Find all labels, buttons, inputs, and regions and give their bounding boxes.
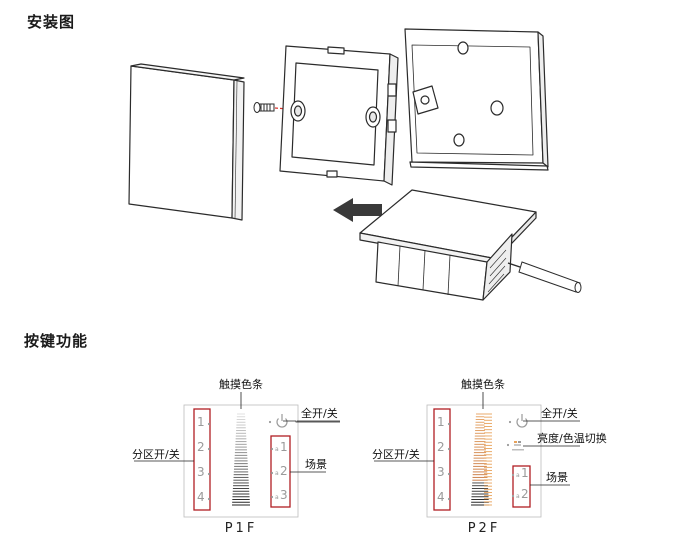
key-functions-heading: 按键功能	[24, 332, 89, 350]
scene-key-dot	[270, 495, 274, 499]
caption-p1f: P1F	[225, 521, 258, 536]
caption-p2f: P2F	[468, 521, 501, 536]
label-scene-p2f: 场景	[546, 470, 568, 484]
scene-key-dot	[270, 447, 274, 451]
scene-key-mark: a	[516, 493, 520, 500]
zone-key-dot	[207, 422, 211, 426]
brightness-cct-icon	[506, 441, 524, 451]
mounting-frame	[279, 45, 399, 186]
zone-key-3: 3	[437, 465, 445, 479]
label-zone-on-off-p1f: 分区开/关	[132, 447, 180, 461]
scene-key-3: 3	[280, 488, 288, 502]
arrow-left-icon	[333, 198, 382, 222]
scene-key-dot	[511, 494, 515, 498]
label-scene-p1f: 场景	[305, 457, 327, 471]
front-panel	[128, 63, 245, 221]
label-brightness-cct-p2f: 亮度/色温切换	[537, 431, 607, 445]
scene-key-mark: a	[275, 470, 279, 477]
scene-key-dot	[511, 473, 515, 477]
scene-key-2: 2	[280, 464, 288, 478]
zone-key-dot	[447, 472, 451, 476]
touch-strip-p2f	[471, 413, 492, 506]
scene-key-mark: a	[516, 472, 520, 479]
zone-keys-p2f: 1 2 3 4	[437, 415, 451, 504]
label-touch-strip-p2f: 触摸色条	[461, 377, 505, 391]
scene-key-2: 2	[521, 487, 529, 501]
screw-left	[253, 102, 275, 113]
zone-key-dot	[207, 447, 211, 451]
zone-key-dot	[447, 422, 451, 426]
zone-key-4: 4	[197, 490, 205, 504]
zone-key-4: 4	[437, 490, 445, 504]
touch-strip-p1f	[232, 413, 250, 506]
zone-key-2: 2	[437, 440, 445, 454]
zone-key-dot	[447, 447, 451, 451]
zone-key-dot	[207, 497, 211, 501]
scene-key-dot	[270, 471, 274, 475]
zone-key-3: 3	[197, 465, 205, 479]
label-touch-strip-p1f: 触摸色条	[219, 377, 263, 391]
label-all-on-off-p1f: 全开/关	[301, 406, 338, 420]
label-all-on-off-p2f: 全开/关	[541, 406, 578, 420]
zone-key-2: 2	[197, 440, 205, 454]
label-zone-on-off-p2f: 分区开/关	[372, 447, 420, 461]
scene-key-mark: a	[275, 446, 279, 453]
zone-key-dot	[447, 497, 451, 501]
wall-box	[404, 28, 549, 171]
scene-key-mark: a	[275, 494, 279, 501]
zone-key-dot	[207, 472, 211, 476]
scene-key-1: 1	[521, 466, 529, 480]
zone-keys-p1f: 1 2 3 4	[197, 415, 211, 504]
screwdriver-icon	[507, 261, 582, 293]
zone-key-1: 1	[437, 415, 445, 429]
zone-key-1: 1	[197, 415, 205, 429]
installation-heading: 安装图	[27, 13, 76, 31]
scene-key-1: 1	[280, 440, 288, 454]
assembled-switch	[359, 189, 537, 301]
